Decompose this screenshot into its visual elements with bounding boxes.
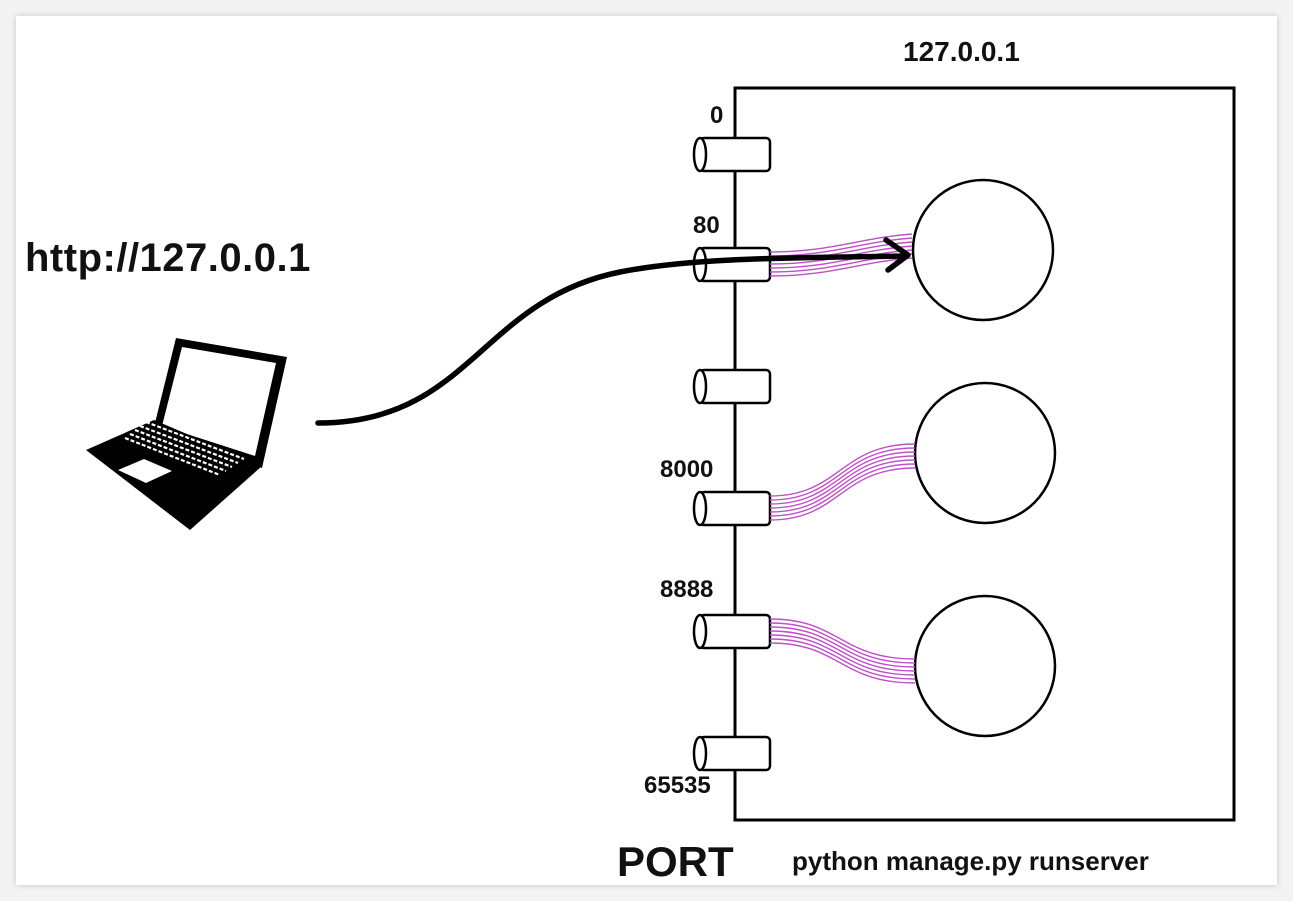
port-cylinder-8000 <box>692 490 772 527</box>
port-cylinder-65535 <box>692 735 772 772</box>
runserver-command-caption: python manage.py runserver <box>792 846 1149 876</box>
port-cylinder-unlabeled <box>692 368 772 405</box>
process-circles <box>911 178 1057 738</box>
host-title: 127.0.0.1 <box>903 36 1020 67</box>
port-label-8000: 8000 <box>660 456 714 483</box>
url-label: http://127.0.0.1 <box>25 236 311 280</box>
port-cylinder-80 <box>692 246 772 283</box>
connection-bundle-8000 <box>769 443 916 521</box>
port-cylinder-0 <box>692 136 772 173</box>
port-label-65535: 65535 <box>644 772 711 799</box>
port-label-80: 80 <box>693 212 720 239</box>
process-circle-3 <box>913 594 1057 738</box>
port-label-0: 0 <box>710 102 724 129</box>
host-box <box>733 86 1236 822</box>
request-arrow-path <box>315 253 908 426</box>
connection-bundle-80 <box>769 233 913 277</box>
request-arrowhead <box>883 237 911 273</box>
laptop-icon <box>86 338 287 530</box>
process-circle-2 <box>913 381 1057 525</box>
port-cylinder-8888 <box>692 613 772 650</box>
connection-bundle-8888 <box>769 618 916 684</box>
port-caption: PORT <box>617 838 734 885</box>
process-circle-1 <box>911 178 1055 322</box>
arrow-icon <box>315 237 911 426</box>
port-label-8888: 8888 <box>660 576 714 603</box>
